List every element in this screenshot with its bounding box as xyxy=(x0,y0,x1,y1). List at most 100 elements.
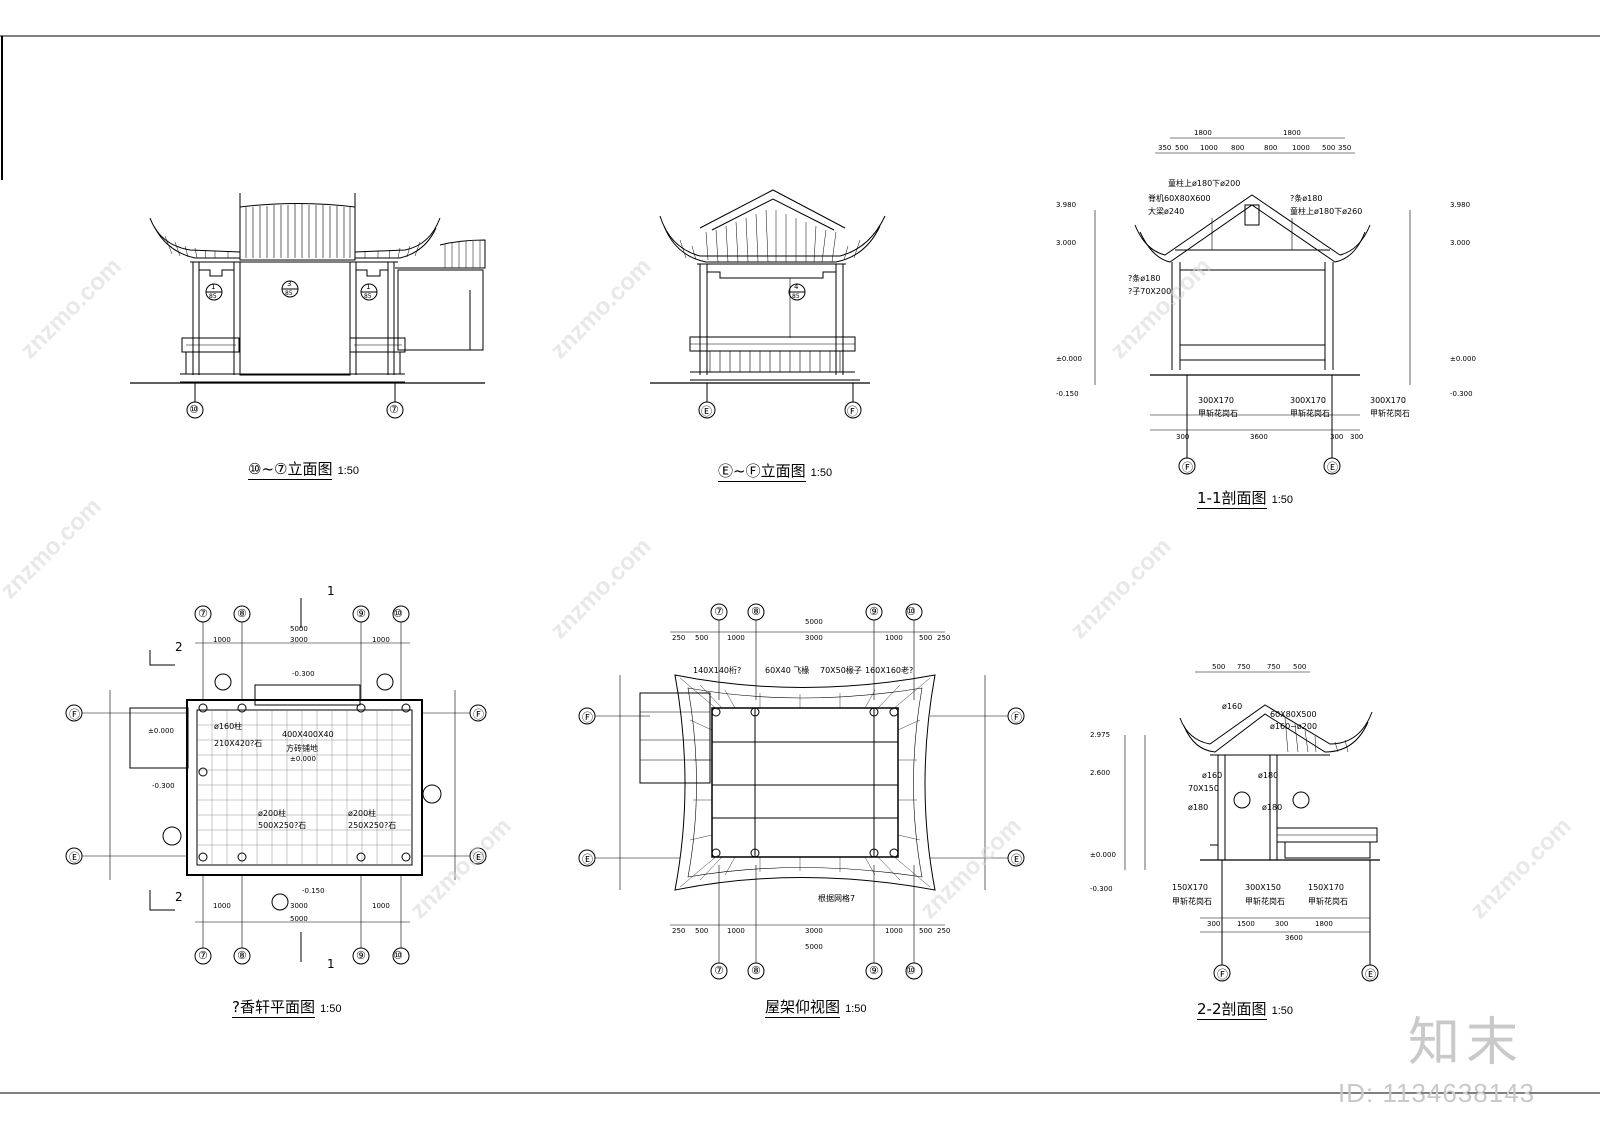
level-text: -0.300 xyxy=(152,782,175,790)
grid-label: ⑦ xyxy=(198,607,208,620)
dim-text: 1500 xyxy=(1237,920,1255,928)
dim-text: 250 xyxy=(937,927,951,935)
level-text: ±0.000 xyxy=(1056,355,1082,363)
title-text: ?香轩平面图 xyxy=(232,998,315,1018)
level-text: 3.980 xyxy=(1450,201,1471,209)
dim-text: 5000 xyxy=(805,618,823,626)
note-text: ø160 xyxy=(1202,771,1223,780)
dim-text: 250 xyxy=(672,634,686,642)
drawing-title-roof-plan: 屋架仰视图 1:50 xyxy=(765,996,867,1018)
dim-text: 3600 xyxy=(1285,934,1303,942)
plan-view xyxy=(65,598,487,965)
section-2-2 xyxy=(1124,671,1380,982)
stone-size: 150X170 xyxy=(1172,883,1209,892)
dim-text: 300 xyxy=(1330,433,1344,441)
dim-text: 1000 xyxy=(885,927,903,935)
note-text: 70X50椽子 xyxy=(820,666,862,675)
grid-label: ⑧ xyxy=(751,605,761,618)
level-text: ±0.000 xyxy=(1090,851,1116,859)
section-mark: 1 xyxy=(327,957,335,971)
dim-text: 500 xyxy=(1212,663,1226,671)
level-text: 3.000 xyxy=(1056,239,1077,247)
dim-text: 5000 xyxy=(290,915,308,923)
dim-text: 1000 xyxy=(372,902,390,910)
grid-label: ⑨ xyxy=(356,949,366,962)
stone-name: 甲斩花岗石 xyxy=(1290,409,1330,418)
note-text: 250X250?石 xyxy=(348,821,397,830)
scale-text: 1:50 xyxy=(845,1003,867,1015)
dim-text: 500 xyxy=(919,634,933,642)
note-text: ø180 xyxy=(1188,803,1209,812)
dim-text: 1000 xyxy=(885,634,903,642)
level-text: 3.000 xyxy=(1450,239,1471,247)
watermark-text: znzmo.com xyxy=(545,253,657,365)
grid-label: ⑨ xyxy=(356,607,366,620)
watermark-id: ID: 1134638143 xyxy=(1338,1078,1536,1108)
dim-text: 500 xyxy=(919,927,933,935)
stone-size: 150X170 xyxy=(1308,883,1345,892)
grid-label: ⑦ xyxy=(714,605,724,618)
note-text: 210X420?石 xyxy=(214,739,263,748)
watermark-text: znzmo.com xyxy=(1105,253,1217,365)
note-text: 60X80X500 xyxy=(1270,710,1317,719)
note-text: 140X140桁? xyxy=(693,666,742,675)
section-mark: 2 xyxy=(175,890,183,904)
dim-text: 300 xyxy=(1176,433,1190,441)
tag-sheet: 85 xyxy=(792,293,800,300)
note-text: 根据网格7 xyxy=(818,894,856,903)
note-text: 60X40 飞椽 xyxy=(765,666,810,675)
note-text: 70X150 xyxy=(1188,784,1219,793)
grid-label: ⑨ xyxy=(869,964,879,977)
watermark-text: znzmo.com xyxy=(1065,533,1177,645)
note-text: ?条ø180 xyxy=(1128,274,1161,283)
grid-label: Ⓔ xyxy=(1365,968,1376,981)
grid-label: Ⓔ xyxy=(473,851,484,864)
dim-text: 3000 xyxy=(290,636,308,644)
stone-name: 甲斩花岗石 xyxy=(1172,897,1212,906)
level-text: 3.980 xyxy=(1056,201,1077,209)
grid-label: Ⓕ xyxy=(69,708,80,721)
grid-label: Ⓔ xyxy=(69,851,80,864)
watermark-overlay: znzmo.com znzmo.com znzmo.com znzmo.com … xyxy=(0,253,1577,925)
grid-label: ⑩ xyxy=(906,964,916,977)
title-text: Ⓔ~Ⓕ立面图 xyxy=(718,462,806,482)
dim-text: 750 xyxy=(1267,663,1281,671)
note-text: 方砖铺地 xyxy=(286,744,318,753)
level-text: -0.150 xyxy=(302,887,325,895)
stone-name: 甲斩花岗石 xyxy=(1245,897,1285,906)
watermark-logo: 知末 xyxy=(1408,1013,1525,1073)
tag-index: 1 xyxy=(366,283,371,291)
dim-text: 800 xyxy=(1231,144,1245,152)
grid-label: ⑦ xyxy=(389,403,399,416)
tag-index: 4 xyxy=(794,283,799,291)
grid-label: ⑨ xyxy=(869,605,879,618)
tag-index: 3 xyxy=(287,280,292,288)
note-text: ±0.000 xyxy=(290,755,316,763)
section-mark: 1 xyxy=(327,584,335,598)
dim-text: 500 xyxy=(1175,144,1189,152)
note-text: ø200柱 xyxy=(258,809,287,818)
grid-label: ⑩ xyxy=(393,607,403,620)
level-text: -0.300 xyxy=(1090,885,1113,893)
grid-label: ⑩ xyxy=(393,949,403,962)
note-text: ø180 xyxy=(1262,803,1283,812)
scale-text: 1:50 xyxy=(1271,494,1294,506)
stone-size: 300X170 xyxy=(1290,396,1327,405)
stone-size: 300X170 xyxy=(1370,396,1407,405)
note-text: 大梁ø240 xyxy=(1148,207,1185,216)
grid-label: ⑦ xyxy=(714,964,724,977)
dim-text: 350 xyxy=(1158,144,1172,152)
level-text: ±0.000 xyxy=(1450,355,1476,363)
dim-text: 3000 xyxy=(805,927,823,935)
dim-text: 1000 xyxy=(727,927,745,935)
title-text: 屋架仰视图 xyxy=(765,998,841,1018)
grid-label: Ⓕ xyxy=(847,405,858,418)
stone-name: 甲斩花岗石 xyxy=(1308,897,1348,906)
dim-text: 350 xyxy=(1338,144,1352,152)
dim-text: 300 xyxy=(1350,433,1364,441)
drawing-title-section-2-2: 2-2剖面图 1:50 xyxy=(1197,998,1293,1020)
dim-text: 500 xyxy=(1293,663,1307,671)
dim-text: 500 xyxy=(1322,144,1336,152)
